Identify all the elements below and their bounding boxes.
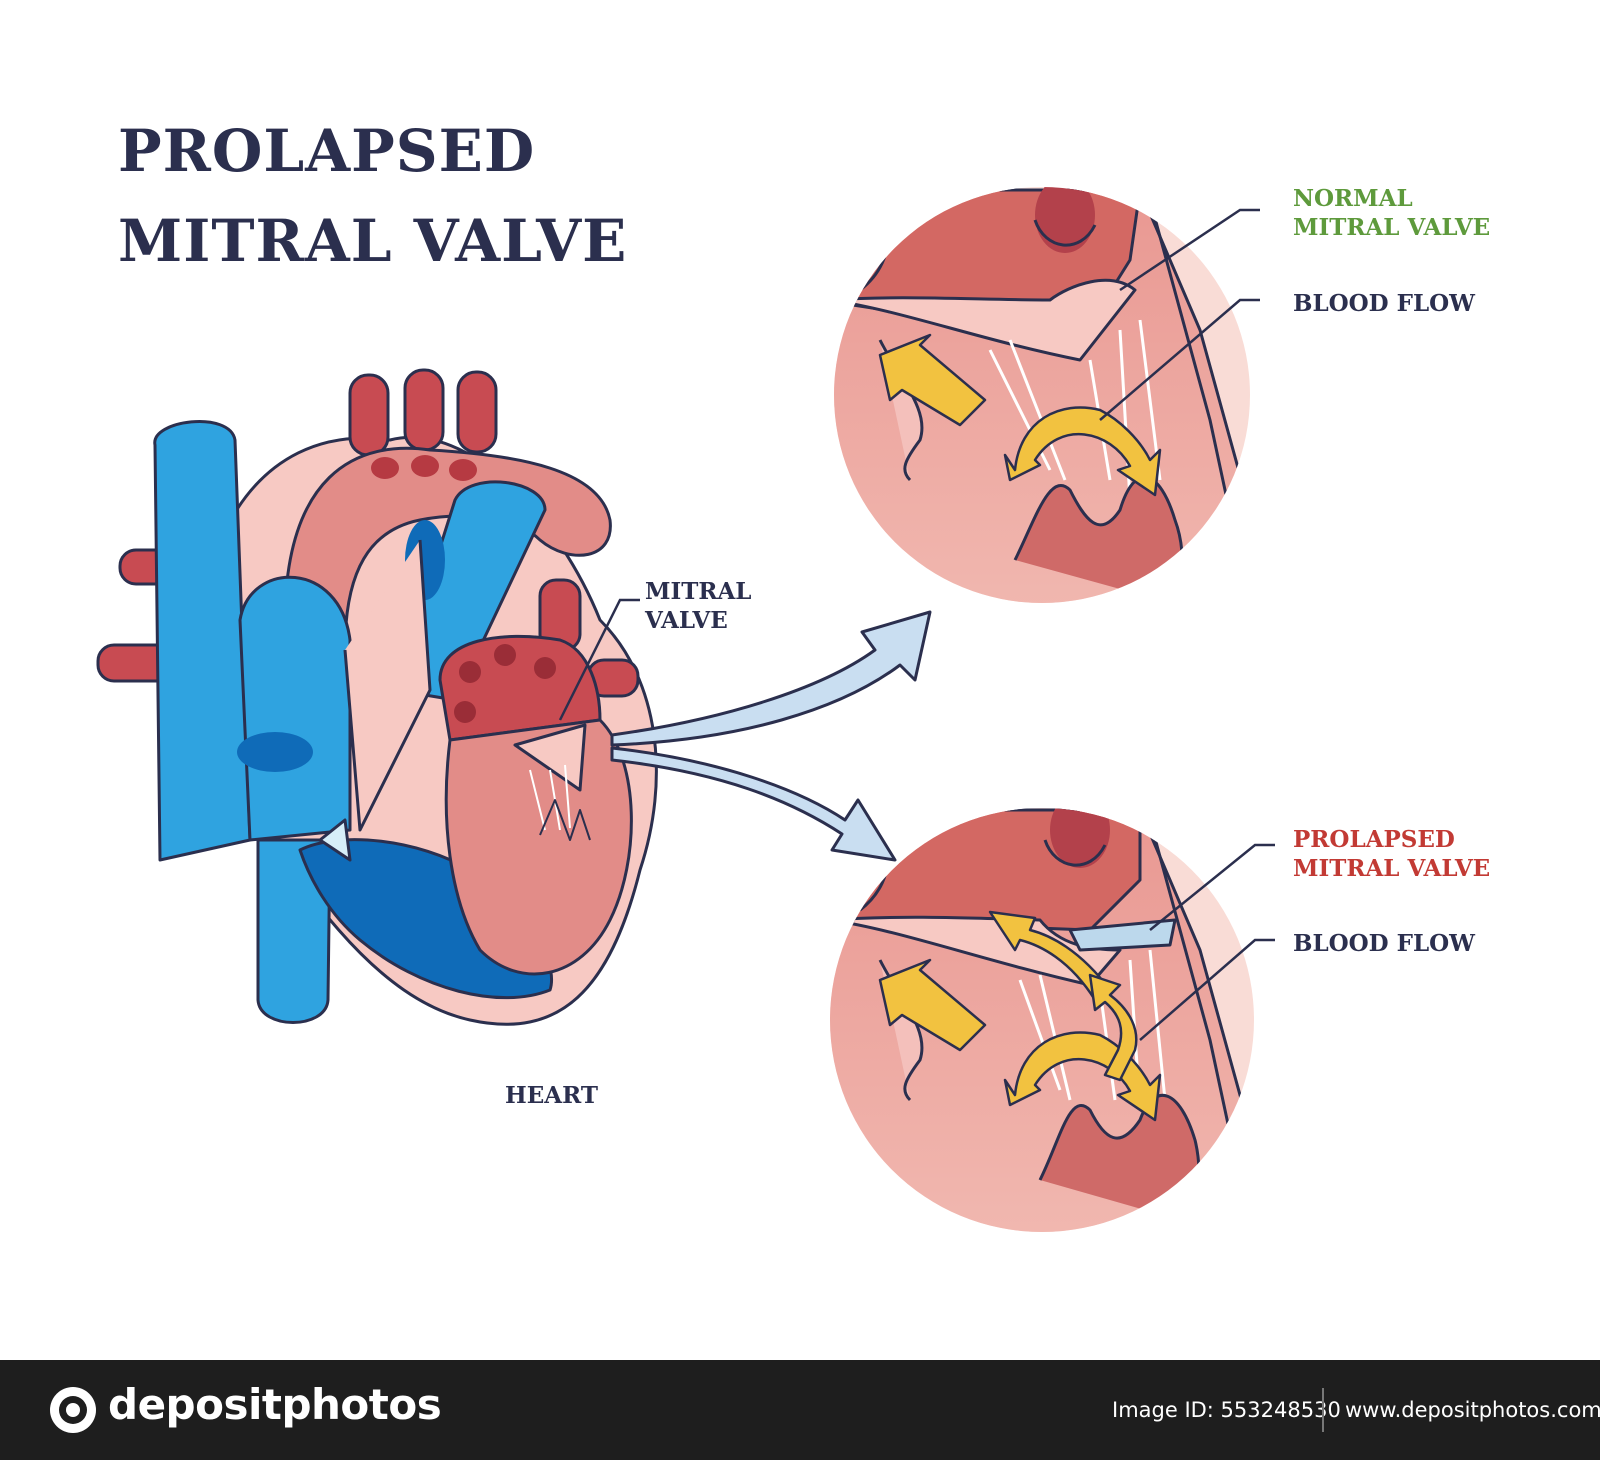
mitral-valve-label-line1: MITRAL (645, 578, 752, 605)
left-ventricle (444, 718, 633, 976)
normal-valve-circle (834, 187, 1250, 603)
connector-arrows (610, 610, 932, 862)
leader-blood-flow-bottom (1139, 938, 1275, 1041)
leader-normal (1119, 208, 1260, 292)
title-line-1: PROLAPSED (118, 117, 536, 185)
pulmonary-vessel (403, 368, 445, 452)
heart-label: HEART (505, 1082, 598, 1109)
diagram-canvas: PROLAPSED MITRAL VALVE (96, 117, 1490, 1232)
blood-flow-label-bottom: BLOOD FLOW (1293, 930, 1476, 957)
pulmonary-vessel (348, 373, 390, 457)
normal-leaflet (834, 279, 1137, 362)
right-atrium (238, 575, 352, 842)
vena-cava (153, 420, 252, 862)
normal-label-line2: MITRAL VALVE (1293, 213, 1491, 241)
prolapsed-label-line1: PROLAPSED (1293, 826, 1455, 853)
prolapsed-valve-circle (830, 808, 1254, 1232)
vena-cava (256, 838, 332, 1024)
leader-blood-flow-top (1099, 298, 1260, 421)
leader-lines (558, 208, 1275, 1041)
image-id: Image ID: 553248530 (1112, 1398, 1341, 1422)
pulmonary-vessel (456, 370, 498, 454)
footer-bar: depositphotos Image ID: 553248530 www.de… (0, 1360, 1600, 1460)
leader-mitral (558, 598, 640, 721)
prolapsed-label-line2: MITRAL VALVE (1293, 854, 1491, 882)
arrow-to-normal (610, 610, 932, 747)
blood-flow-label-top: BLOOD FLOW (1293, 290, 1476, 317)
left-atrium (438, 634, 602, 742)
mitral-valve-leaflet (513, 723, 587, 792)
illustration (96, 187, 1275, 1232)
prolapsed-mitral-valve-label: PROLAPSED MITRAL VALVE (1293, 826, 1490, 884)
heart-illustration (96, 368, 658, 1026)
septum (343, 539, 432, 832)
mitral-valve-label-line2: VALVE (645, 606, 728, 634)
leader-prolapsed (1149, 843, 1275, 931)
blood-flow-arrows-normal (878, 333, 1162, 497)
pulmonary-artery (393, 480, 547, 702)
footer-divider (1322, 1388, 1324, 1432)
blood-flow-arrows-prolapsed (878, 910, 1162, 1122)
brand-name: depositphotos (108, 1380, 442, 1429)
depositphotos-logo-icon (50, 1387, 96, 1433)
normal-label-line1: NORMAL (1293, 185, 1413, 212)
site-url: www.depositphotos.com (1345, 1398, 1600, 1422)
arrow-to-prolapsed (610, 746, 897, 862)
mitral-valve-label: MITRAL VALVE (645, 578, 751, 636)
title-line-2: MITRAL VALVE (118, 207, 628, 275)
normal-mitral-valve-label: NORMAL MITRAL VALVE (1293, 185, 1490, 243)
